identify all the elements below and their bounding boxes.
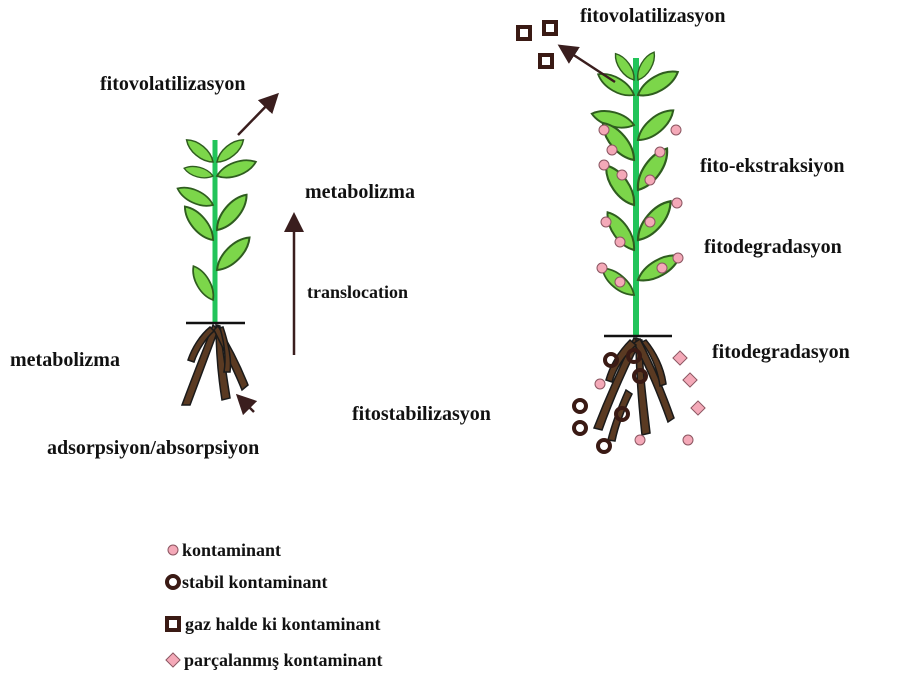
gas-square <box>544 22 556 34</box>
left-label-metabolizma-root: metabolizma <box>10 349 120 371</box>
contaminant-dot <box>671 125 681 135</box>
legend-item-kontaminant: kontaminant <box>168 540 281 560</box>
left-leaf <box>183 164 214 181</box>
left-roots <box>182 325 248 405</box>
right-label-fito-ekstraksiyon: fito-ekstraksiyon <box>700 155 844 177</box>
legend-item-parcalanmis-kontaminant: parçalanmış kontaminant <box>166 650 383 670</box>
contaminant-dot <box>615 237 625 247</box>
legend-label: stabil kontaminant <box>182 572 328 592</box>
contaminant-dot <box>645 175 655 185</box>
stable-ring <box>574 400 586 412</box>
degraded-diamond <box>683 373 697 387</box>
contaminant-dot <box>617 170 627 180</box>
stable-ring <box>598 440 610 452</box>
stable-ring <box>605 354 617 366</box>
contaminant-dot <box>601 217 611 227</box>
contaminant-dot <box>599 160 609 170</box>
right-label-fitovolatilizasyon: fitovolatilizasyon <box>580 5 726 27</box>
contaminant-dot <box>597 263 607 273</box>
contaminant-dot <box>655 147 665 157</box>
right-label-fitodegradasyon-root: fitodegradasyon <box>712 341 850 363</box>
contaminant-dot <box>635 435 645 445</box>
left-plant: fitovolatilizasyon metabolizma transloca… <box>10 73 415 459</box>
right-plant: fitovolatilizasyon fito-ekstraksiyon fit… <box>352 5 850 452</box>
stable-ring <box>574 422 586 434</box>
left-volatilization-arrow <box>238 100 272 135</box>
contaminant-dot <box>683 435 693 445</box>
legend-label: gaz halde ki kontaminant <box>185 614 381 634</box>
gas-square <box>518 27 530 39</box>
right-volatilization-arrow <box>566 50 615 82</box>
contaminant-dot <box>607 145 617 155</box>
contaminant-dot <box>595 379 605 389</box>
dark-square-icon <box>167 618 179 630</box>
left-leaf <box>212 232 255 275</box>
right-label-fitostabilizasyon: fitostabilizasyon <box>352 403 491 425</box>
contaminant-dot <box>645 217 655 227</box>
right-label-fitodegradasyon-leaf: fitodegradasyon <box>704 236 842 258</box>
absorption-arrow <box>243 401 254 412</box>
legend-label: kontaminant <box>182 540 281 560</box>
pink-diamond-icon <box>166 653 180 667</box>
left-label-adsorpsiyon: adsorpsiyon/absorpsiyon <box>47 437 259 459</box>
contaminant-dot <box>672 198 682 208</box>
left-label-fitovolatilizasyon: fitovolatilizasyon <box>100 73 246 95</box>
left-leaf <box>175 183 216 211</box>
degraded-diamond <box>691 401 705 415</box>
legend-item-gaz-kontaminant: gaz halde ki kontaminant <box>167 614 381 634</box>
contaminant-dot <box>615 277 625 287</box>
pink-circle-icon <box>168 545 178 555</box>
legend-label: parçalanmış kontaminant <box>184 650 383 670</box>
contaminant-dot <box>673 253 683 263</box>
gas-square <box>540 55 552 67</box>
contaminant-dot <box>657 263 667 273</box>
right-leaf <box>633 105 678 146</box>
left-label-metabolizma-upper: metabolizma <box>305 181 415 203</box>
dark-ring-icon <box>167 576 179 588</box>
left-label-translocation: translocation <box>307 282 408 302</box>
degraded-contaminants <box>673 351 705 415</box>
degraded-diamond <box>673 351 687 365</box>
right-roots <box>594 338 674 441</box>
contaminant-dot <box>599 125 609 135</box>
gaseous-contaminants <box>518 22 556 67</box>
legend: kontaminant stabil kontaminant gaz halde… <box>166 540 383 670</box>
legend-item-stabil-kontaminant: stabil kontaminant <box>167 572 328 592</box>
stable-ring <box>628 350 640 362</box>
left-leaf <box>183 136 217 167</box>
